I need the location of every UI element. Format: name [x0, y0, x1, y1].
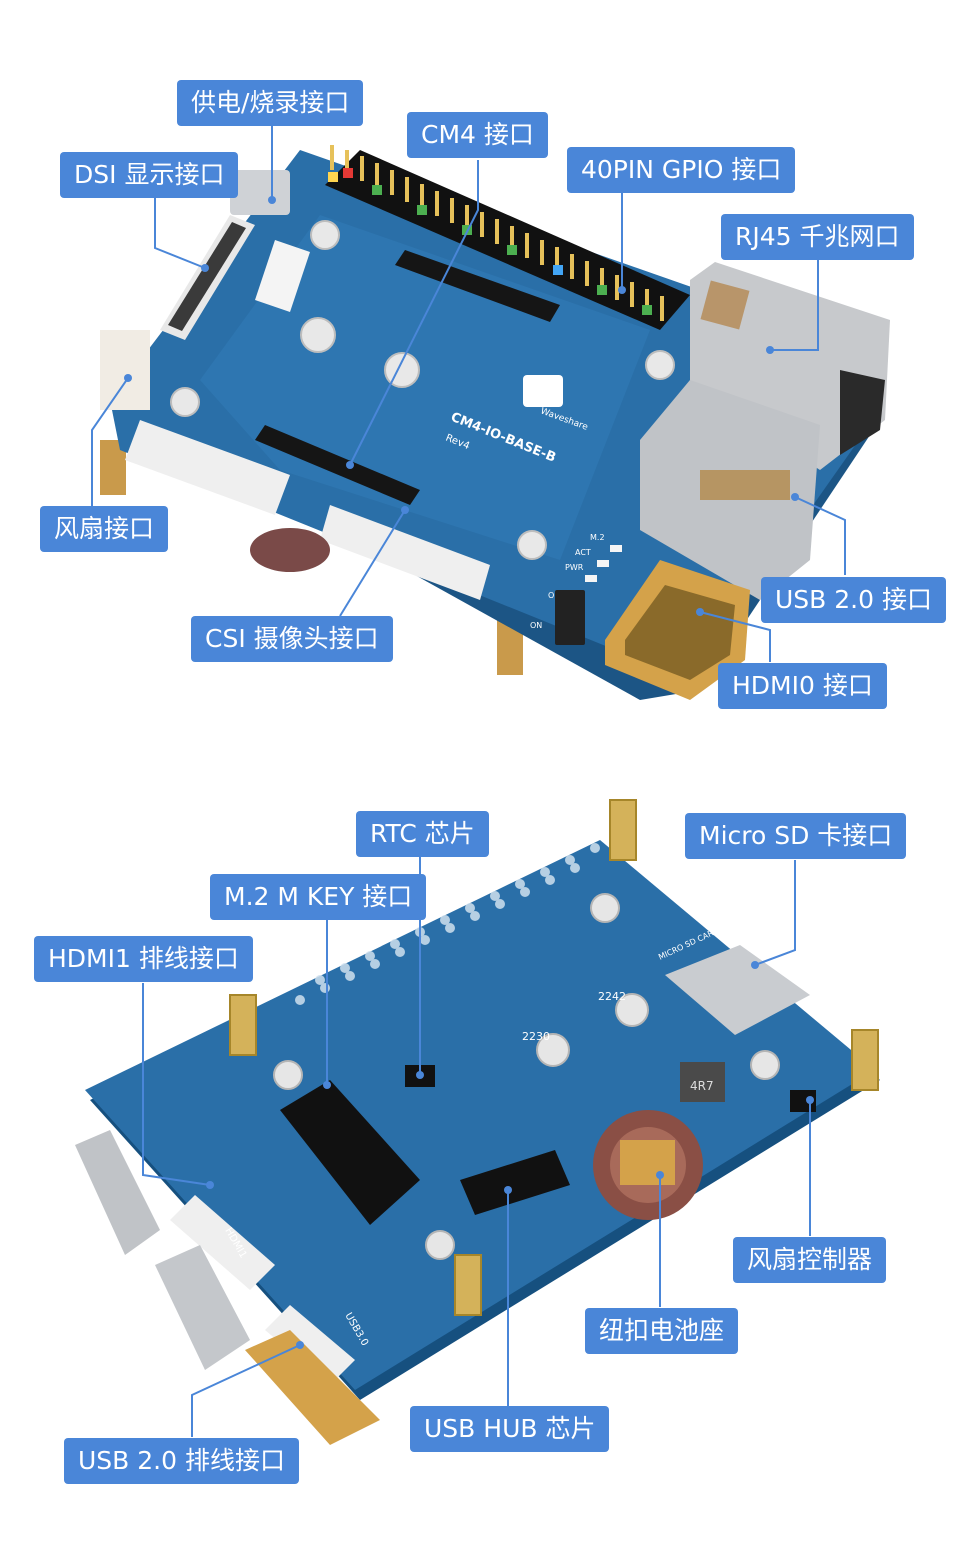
- label-fan-controller: 风扇控制器: [733, 1237, 887, 1283]
- label-hdmi1-fpc: HDMI1 排线接口: [34, 936, 253, 982]
- back-usb: [155, 1245, 250, 1370]
- usb-fpc: [265, 1305, 355, 1385]
- power-switch: [555, 590, 585, 645]
- csi-connector-left: [125, 420, 290, 515]
- silk-2230: 2230: [522, 1030, 550, 1043]
- bottom-board: 4R7 MICRO SD CARD 2230 2242 HDMI1 USB3.0: [75, 799, 880, 1445]
- usb-hub-chip: [460, 1150, 570, 1215]
- label-microsd-slot: Micro SD 卡接口: [685, 813, 907, 859]
- label-rj45-port: RJ45 千兆网口: [721, 214, 914, 260]
- silk-inductor: 4R7: [690, 1079, 714, 1093]
- cm4-connector-upper: [395, 250, 560, 322]
- gpio-holes: [295, 843, 600, 1005]
- label-csi-port: CSI 摄像头接口: [191, 616, 393, 662]
- inductor: [680, 1062, 725, 1102]
- svg-text:ACT: ACT: [575, 548, 591, 557]
- label-usb20-fpc: USB 2.0 排线接口: [64, 1438, 299, 1484]
- label-cm4-connector: CM4 接口: [407, 112, 548, 158]
- usb-c-port: [230, 170, 290, 215]
- csi-connector-right: [320, 505, 490, 600]
- bottom-coin-holder-peek: [250, 528, 330, 572]
- cm4-connector-lower: [255, 425, 420, 505]
- svg-text:ON: ON: [530, 621, 542, 630]
- back-mounting-holes: [273, 893, 780, 1260]
- m2-slot: [280, 1080, 420, 1225]
- label-power-port: 供电/烧录接口: [177, 80, 364, 126]
- top-board: Waveshare CM4-IO-BASE-B Rev4 M.2 ACT PWR…: [100, 145, 890, 700]
- waveshare-logo: [523, 375, 563, 407]
- fan-connector: [100, 330, 150, 410]
- gpio-header: [325, 145, 690, 330]
- label-usb20-port: USB 2.0 接口: [761, 577, 946, 623]
- label-m2-slot: M.2 M KEY 接口: [210, 874, 427, 920]
- label-coin-cell: 纽扣电池座: [585, 1308, 739, 1354]
- hdmi1-fpc: [170, 1195, 275, 1290]
- label-sticker: [255, 240, 310, 312]
- label-dsi-port: DSI 显示接口: [60, 152, 239, 198]
- label-rtc-chip: RTC 芯片: [356, 811, 489, 857]
- silk-2242: 2242: [598, 990, 626, 1003]
- back-standoffs: [229, 799, 879, 1316]
- label-usb-hub: USB HUB 芯片: [410, 1406, 610, 1452]
- callout-leaders: [91, 126, 846, 1437]
- label-fan-port: 风扇接口: [40, 506, 169, 552]
- svg-text:M.2: M.2: [590, 533, 605, 542]
- back-rj45: [75, 1130, 160, 1255]
- microsd-slot: [665, 945, 810, 1035]
- back-hdmi: [245, 1330, 380, 1445]
- svg-text:PWR: PWR: [565, 563, 584, 572]
- label-gpio-header: 40PIN GPIO 接口: [567, 147, 796, 193]
- label-hdmi0-port: HDMI0 接口: [718, 663, 887, 709]
